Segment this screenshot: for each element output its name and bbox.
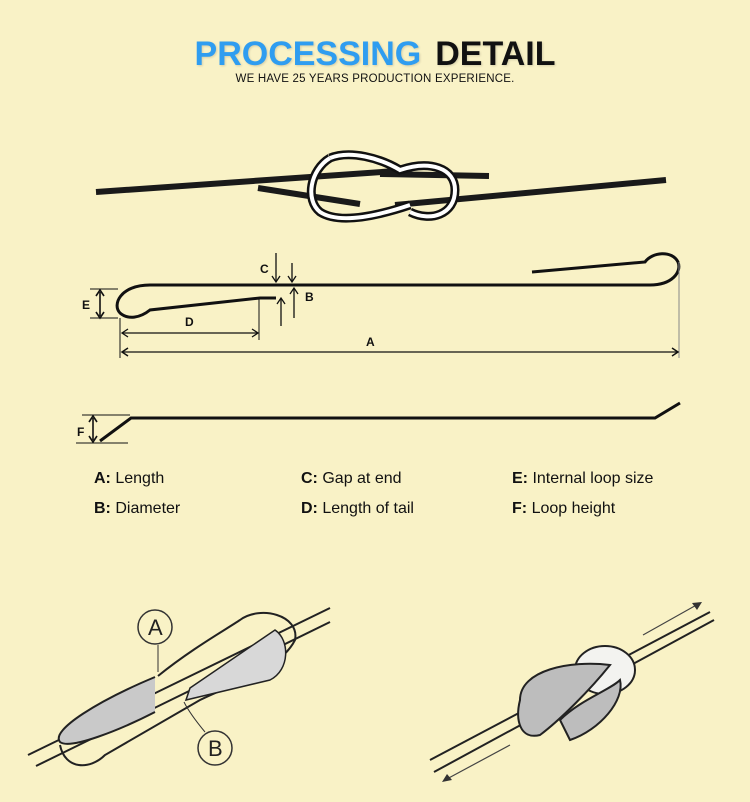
pin-illustration: A B xyxy=(27,607,331,767)
page-subtitle: WE HAVE 25 YEARS PRODUCTION EXPERIENCE. xyxy=(235,73,515,85)
dimension-drawing: E D A C B xyxy=(82,252,681,358)
title-rest: DETAIL xyxy=(435,35,556,73)
legend-item-a: A: Length xyxy=(94,470,165,487)
legend-item-f: F: Loop height xyxy=(512,500,616,517)
legend-item-e: E: Internal loop size xyxy=(512,470,654,487)
legend-item-b: B: Diameter xyxy=(94,500,181,517)
title-highlight: PROCESSING xyxy=(194,35,422,73)
loop-height-drawing: F xyxy=(76,401,681,444)
knot-wire-illustration xyxy=(95,150,667,223)
dim-label-b: B xyxy=(305,290,314,304)
dim-label-f: F xyxy=(77,425,84,439)
dim-label-e: E xyxy=(82,298,90,312)
dim-label-d: D xyxy=(185,315,194,329)
dim-label-a: A xyxy=(366,335,375,349)
dim-label-c: C xyxy=(260,262,269,276)
legend-item-c: C: Gap at end xyxy=(301,470,402,487)
page-title: PROCESSING DETAIL xyxy=(0,36,750,72)
callout-b: B xyxy=(208,736,223,761)
callout-a: A xyxy=(148,615,163,640)
knot-illustration xyxy=(429,602,715,782)
legend-item-d: D: Length of tail xyxy=(301,500,414,517)
header: PROCESSING DETAIL WE HAVE 25 YEARS PRODUC… xyxy=(0,36,750,85)
